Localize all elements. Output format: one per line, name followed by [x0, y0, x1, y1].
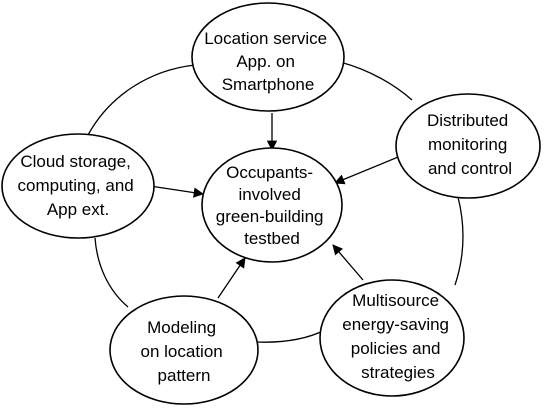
node-multisource: Multisource energy-saving policies and s…	[319, 279, 465, 397]
ring-arc-multisource-to-modeling	[254, 329, 326, 343]
arrow-cloud-to-center	[149, 185, 205, 198]
node-multisource-label: Multisource energy-saving policies and s…	[342, 291, 454, 382]
node-distributed-monitoring-label: Distributed monitoring and control	[427, 111, 513, 178]
arrow-multisource-to-center	[332, 244, 364, 281]
node-location-service-label: Location service App. on Smartphone	[204, 29, 332, 94]
node-distributed-monitoring: Distributed monitoring and control	[395, 93, 541, 199]
node-center: Occupants- involved green-building testb…	[201, 147, 343, 263]
node-location-service: Location service App. on Smartphone	[191, 2, 345, 112]
node-cloud-storage: Cloud storage, computing, and App ext.	[1, 133, 155, 239]
arrow-modeling-to-center	[217, 257, 246, 299]
node-modeling-label: Modeling on location pattern	[141, 318, 228, 385]
ring-arc-modeling-to-cloud	[94, 237, 129, 308]
arrow-distributed-to-center	[334, 154, 404, 185]
node-modeling: Modeling on location pattern	[109, 295, 259, 405]
ring-arc-cloud-to-location	[87, 64, 196, 136]
node-cloud-storage-label: Cloud storage, computing, and App ext.	[18, 152, 139, 219]
node-center-label: Occupants- involved green-building testb…	[216, 163, 328, 248]
ring-arc-distributed-to-multisource	[454, 196, 464, 286]
ring-arc-location-to-distributed	[339, 61, 413, 101]
